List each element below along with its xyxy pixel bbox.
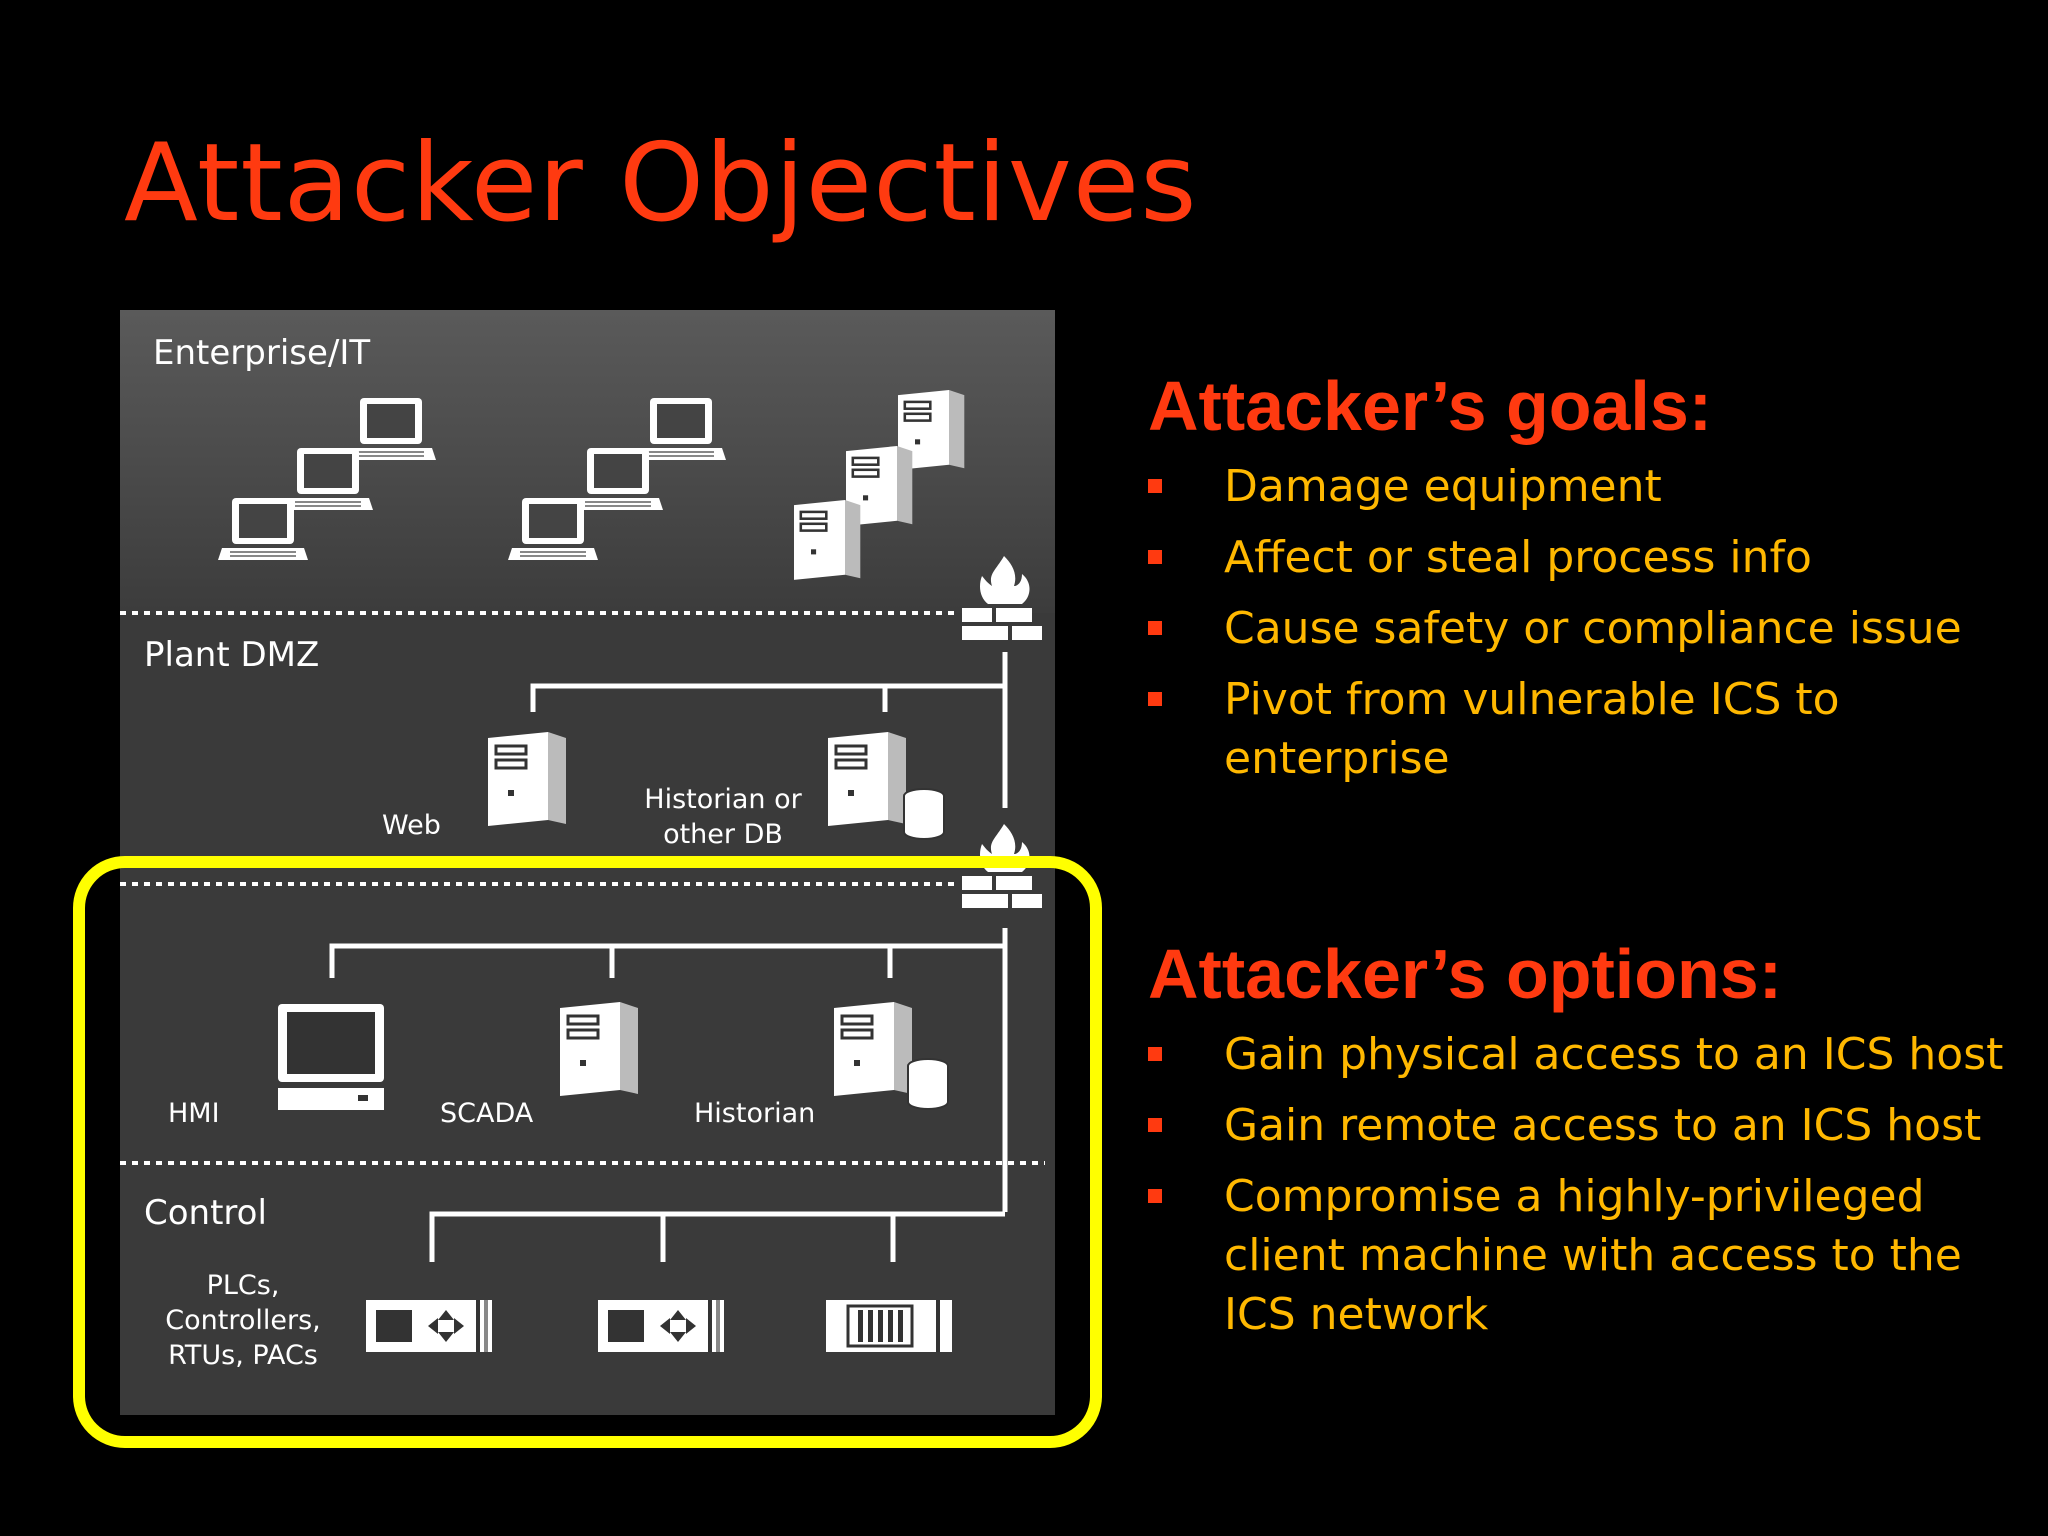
label-plcs-2: Controllers, <box>165 1305 320 1336</box>
zone-label-dmz: Plant DMZ <box>144 635 319 675</box>
label-plcs-3: RTUs, PACs <box>168 1340 318 1371</box>
list-item: Damage equipment <box>1148 457 2028 516</box>
scada-server-icon <box>558 1000 640 1098</box>
database-icon <box>907 1058 949 1110</box>
options-heading: Attacker’s options: <box>1148 935 1782 1013</box>
list-item: Gain physical access to an ICS host <box>1148 1025 2028 1084</box>
plc-icon <box>366 1300 492 1352</box>
database-icon <box>903 788 945 840</box>
bullet-icon <box>1148 550 1162 564</box>
goals-heading: Attacker’s goals: <box>1148 367 1713 445</box>
goals-list: Damage equipment Affect or steal process… <box>1148 457 2028 788</box>
label-historian: Historian <box>694 1098 815 1129</box>
bullet-icon <box>1148 1118 1162 1132</box>
list-item: Compromise a highly-privileged client ma… <box>1148 1167 1994 1344</box>
options-list: Gain physical access to an ICS host Gain… <box>1148 1025 2028 1344</box>
zone-label-control: Control <box>144 1193 267 1233</box>
list-item: Gain remote access to an ICS host <box>1148 1096 2028 1155</box>
label-historian-db-1: Historian or <box>644 784 802 815</box>
bullet-icon <box>1148 1189 1162 1203</box>
bullet-icon <box>1148 621 1162 635</box>
list-item: Cause safety or compliance issue <box>1148 599 2028 658</box>
goals-section: Attacker’s goals: Damage equipment Affec… <box>1148 368 2028 788</box>
zone-label-enterprise: Enterprise/IT <box>153 333 370 373</box>
bullet-icon <box>1148 692 1162 706</box>
web-server-icon <box>486 730 568 828</box>
hmi-icon <box>278 1004 384 1110</box>
label-plcs-1: PLCs, <box>207 1270 280 1301</box>
options-section: Attacker’s options: Gain physical access… <box>1148 936 2028 1344</box>
server-icon <box>792 498 862 582</box>
label-web: Web <box>382 810 441 841</box>
label-historian-db-2: other DB <box>663 819 783 850</box>
list-item: Affect or steal process info <box>1148 528 2028 587</box>
rack-controller-icon <box>824 1298 954 1354</box>
plc-icon <box>598 1300 724 1352</box>
ics-highlight-box <box>73 856 1102 1448</box>
historian-db-server-icon <box>826 730 908 828</box>
list-item: Pivot from vulnerable ICS to enterprise <box>1148 670 1904 788</box>
label-scada: SCADA <box>440 1098 534 1129</box>
label-hmi: HMI <box>168 1098 220 1129</box>
slide-title: Attacker Objectives <box>124 121 1198 246</box>
bullet-icon <box>1148 1047 1162 1061</box>
historian-server-icon <box>832 1000 914 1098</box>
bullet-icon <box>1148 479 1162 493</box>
